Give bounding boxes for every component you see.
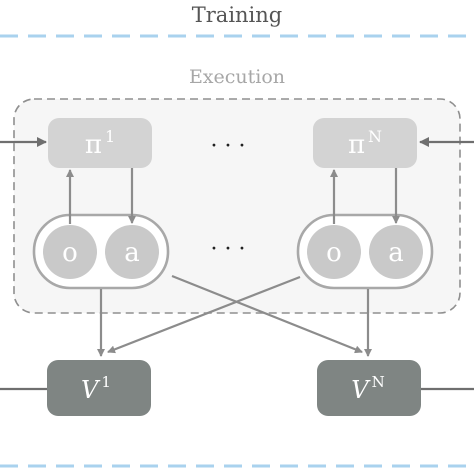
arrow-oa1-to-valuen (171, 274, 363, 354)
ellipsis-policies: · · · (211, 134, 246, 159)
arrow-oan-to-value1 (107, 275, 301, 354)
observation-1-label: o (62, 238, 78, 268)
observation-n-label: o (326, 238, 342, 268)
observation-1-circle (43, 225, 97, 279)
policy-n-box (313, 118, 417, 168)
execution-label: Execution (189, 66, 285, 88)
action-n-circle (369, 225, 423, 279)
value-n-box (317, 360, 421, 416)
action-1-label: a (124, 238, 140, 268)
observation-n-circle (307, 225, 361, 279)
training-label: Training (192, 3, 283, 27)
action-1-circle (105, 225, 159, 279)
policy-1-box (48, 118, 152, 168)
value-1-box (47, 360, 151, 416)
ellipsis-observations: · · · (211, 237, 246, 262)
action-n-label: a (388, 238, 404, 268)
